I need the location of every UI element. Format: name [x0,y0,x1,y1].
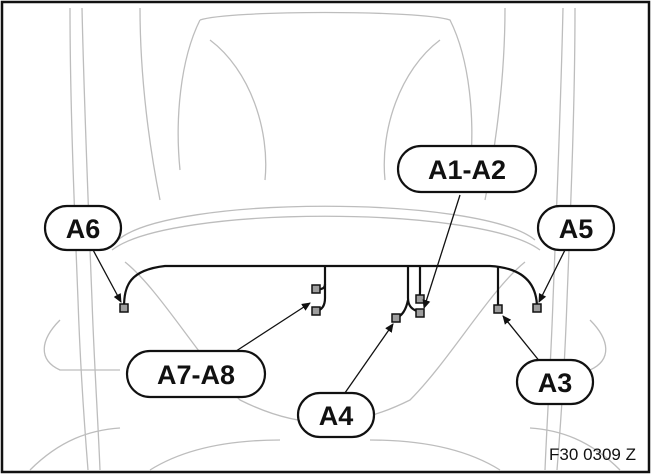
connector-a4 [391,313,401,323]
callout-a6-bubble [43,204,123,252]
harness-branch-a2 [406,266,421,314]
bumper-upper [117,205,536,241]
connector-a1 [415,294,425,304]
callout-a7-a8: A7-A8 [125,349,267,399]
callout-a4-bubble [296,391,376,439]
callout-a5: A5 [536,204,616,252]
connector-a8 [311,284,321,294]
callout-a1-a2: A1-A2 [396,144,538,194]
bumper-upper-2 [111,215,541,251]
wire-harness [122,264,539,320]
connector-a6 [119,303,129,313]
leader-a7-a8 [229,302,311,356]
right-body-line-2 [544,7,564,471]
callout-a3-bubble [515,358,595,406]
callout-a5-label: A5 [559,214,594,244]
roof-contour-left [177,19,201,171]
leader-a6 [91,247,122,303]
callout-a1-a2-bubble [396,144,538,194]
callout-a6-label: A6 [66,214,101,244]
connectors [119,284,542,323]
harness-main-loop [122,264,539,309]
left-body-line-2 [81,7,101,471]
left-roof-line [139,7,161,201]
callout-a5-bubble [536,204,616,252]
callout-a6: A6 [43,204,123,252]
lower-contour-right [369,439,501,471]
callout-a1-a2-label: A1-A2 [428,155,506,185]
callout-a7-a8-label: A7-A8 [157,360,235,390]
left-body-line [69,7,89,471]
figure-code: F30 0309 Z [549,445,636,464]
connector-a3 [493,304,503,314]
connector-a2 [415,308,425,318]
connector-a5 [532,303,542,313]
leader-a1-a2 [422,194,461,309]
leader-a5 [538,249,566,303]
callout-a7-a8-bubble [125,349,267,399]
windshield-left [209,39,267,181]
left-lower-line [29,427,121,471]
callout-a4: A4 [296,391,376,439]
windshield-right [383,39,441,181]
left-mirror [43,319,120,371]
callout-a3-label: A3 [538,368,573,398]
callout-a3: A3 [515,358,595,406]
callout-a4-label: A4 [319,401,354,431]
lower-contour-left [149,439,281,471]
right-lower-line [529,427,621,471]
leader-a4 [339,323,394,401]
connector-a7 [311,306,321,316]
roof-contour [199,11,473,171]
right-body-line [556,7,576,471]
